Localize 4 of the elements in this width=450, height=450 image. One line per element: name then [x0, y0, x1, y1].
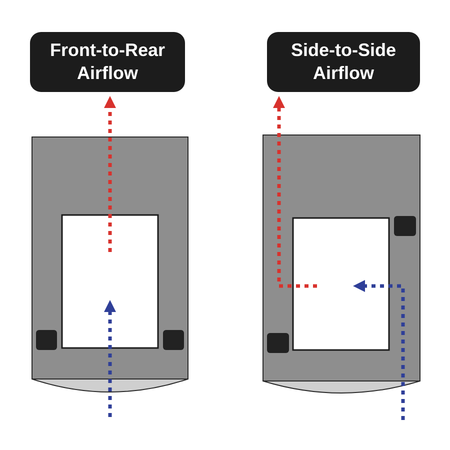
title-box: [30, 32, 185, 92]
title-text: Front-to-Rear Airflow: [49, 39, 166, 85]
title-box: [267, 32, 420, 92]
title-text: Side-to-Side Airflow: [290, 39, 397, 85]
